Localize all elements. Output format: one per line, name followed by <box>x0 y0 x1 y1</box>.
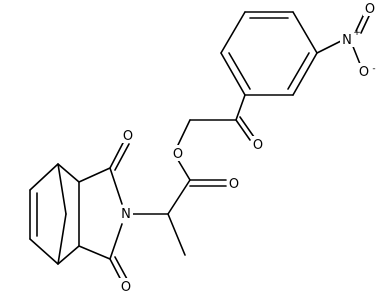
ring-bond <box>292 11 318 54</box>
ketone-double-bond <box>235 119 251 141</box>
svg-text:O: O <box>121 280 131 294</box>
svg-text:O: O <box>123 129 133 144</box>
ring-bond <box>220 52 246 96</box>
imide-bond <box>109 167 123 205</box>
oxygen-ester-bond <box>177 159 191 181</box>
atoms: N + O - O O O O N O <box>119 0 377 294</box>
svg-text:-: - <box>372 64 375 74</box>
nitro-nitrogen-atom: N + <box>340 28 361 48</box>
bridge-bond <box>57 163 67 215</box>
svg-text:O: O <box>359 65 369 80</box>
svg-text:O: O <box>253 138 263 153</box>
svg-text:O: O <box>173 147 183 162</box>
nitro-double-bond <box>360 15 370 34</box>
nitro-oxygen-double-atom: O <box>363 0 377 17</box>
imide-bond <box>109 223 123 260</box>
ring-bond <box>220 11 246 54</box>
svg-text:O: O <box>365 2 375 17</box>
aryl-carbonyl-bond <box>235 94 246 121</box>
ring-bond-inner <box>287 52 310 90</box>
svg-text:+: + <box>353 28 361 38</box>
imide-double-bond <box>114 256 128 280</box>
nitro-bond <box>351 43 361 65</box>
svg-text:O: O <box>229 177 239 192</box>
ketone-oxygen-atom: O <box>251 136 265 153</box>
ester-alpha-bond <box>167 179 191 215</box>
imide-bond <box>78 245 111 260</box>
imide-oxygen-top-atom: O <box>121 127 135 144</box>
cage-bond <box>57 163 80 183</box>
cage-bond <box>57 245 80 265</box>
imide-oxygen-bottom-atom: O <box>119 278 133 294</box>
ring-bond-inner <box>228 52 251 90</box>
ketone-double-bond <box>239 116 255 138</box>
ester-oxygen-double-atom: O <box>227 175 241 192</box>
nitro-oxygen-single-atom: O - <box>357 63 376 80</box>
cage-bond <box>29 238 59 265</box>
imide-double-bond <box>109 140 125 169</box>
ring-bond <box>292 52 318 96</box>
bridge-bond <box>57 213 67 265</box>
imide-double-bond <box>114 143 130 171</box>
svg-text:N: N <box>342 33 352 48</box>
ester-oxygen-single-atom: O <box>171 145 185 162</box>
nitro-double-bond <box>355 13 365 32</box>
imide-bond <box>78 167 111 183</box>
methyl-bond <box>167 213 186 256</box>
svg-text:N: N <box>121 207 131 222</box>
cage-bond <box>29 163 59 191</box>
imide-nitrogen-atom: N <box>119 205 133 222</box>
nitro-bond <box>316 40 342 54</box>
bonds <box>29 11 370 283</box>
ch2-oxygen-bond <box>177 119 191 146</box>
